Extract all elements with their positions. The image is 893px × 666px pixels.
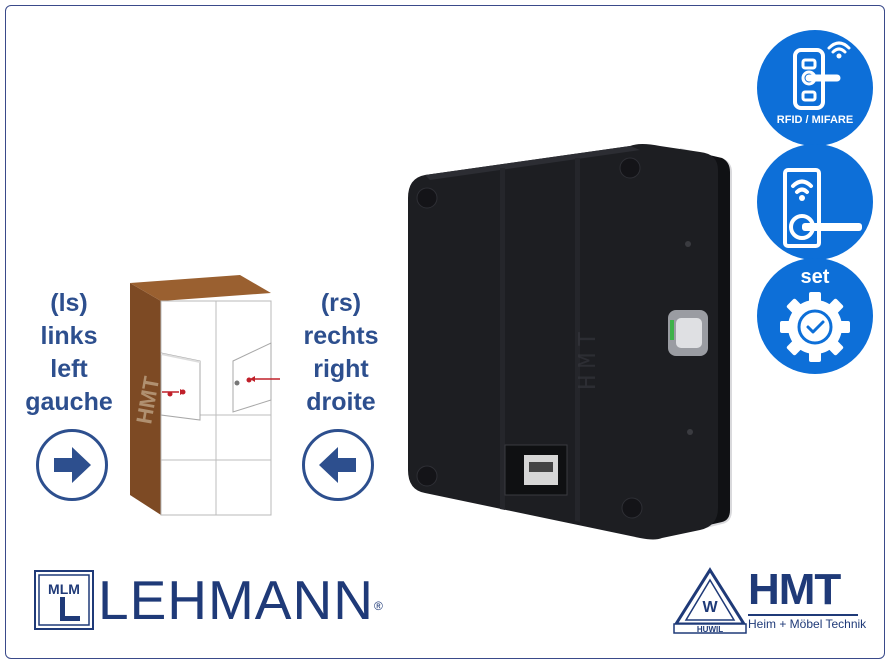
lehmann-logo-mark: MLM — [34, 570, 94, 630]
hmt-divider — [748, 614, 858, 616]
rfid-mifare-label: RFID / MIFARE — [776, 114, 854, 126]
label-left: left — [50, 355, 88, 383]
huwil-text: HUWIL — [697, 625, 723, 634]
set-label: set — [800, 266, 830, 288]
gear-check-icon — [780, 292, 850, 362]
registered-mark: ® — [373, 599, 384, 613]
label-right: right — [313, 355, 369, 383]
electronic-lock-device: HMT — [408, 144, 732, 540]
label-links: links — [40, 322, 98, 350]
set-gear-badge: set — [757, 258, 873, 374]
label-ls: (ls) — [50, 289, 88, 317]
label-gauche: gauche — [25, 388, 113, 416]
arrow-right-icon — [36, 429, 108, 501]
huwil-logo-mark: W HUWIL — [673, 567, 747, 634]
label-droite: droite — [306, 388, 376, 416]
lehmann-name: LEHMANN — [98, 569, 374, 631]
label-rechts: rechts — [303, 322, 379, 350]
huwil-letter: W — [702, 599, 718, 616]
wireless-handle-badge — [757, 144, 873, 260]
rfid-lock-icon — [793, 41, 851, 110]
right-side-labels: (rs) rechts right droite — [286, 287, 396, 419]
wireless-door-handle-icon — [783, 168, 862, 248]
left-side-labels: (ls) links left gauche — [14, 287, 124, 419]
lehmann-wordmark: LEHMANN® — [98, 570, 384, 630]
hmt-wordmark: HMT — [748, 565, 841, 614]
hmt-subtitle: Heim + Möbel Technik — [748, 617, 867, 631]
arrow-left-icon — [302, 429, 374, 501]
label-rs: (rs) — [320, 289, 362, 317]
rfid-mifare-badge: RFID / MIFARE — [757, 30, 873, 146]
svg-text:HMT: HMT — [573, 325, 603, 390]
page-frame — [5, 5, 885, 659]
lehmann-logo-text: MLM — [48, 581, 80, 597]
cabinet-illustration: HMT — [130, 275, 280, 516]
